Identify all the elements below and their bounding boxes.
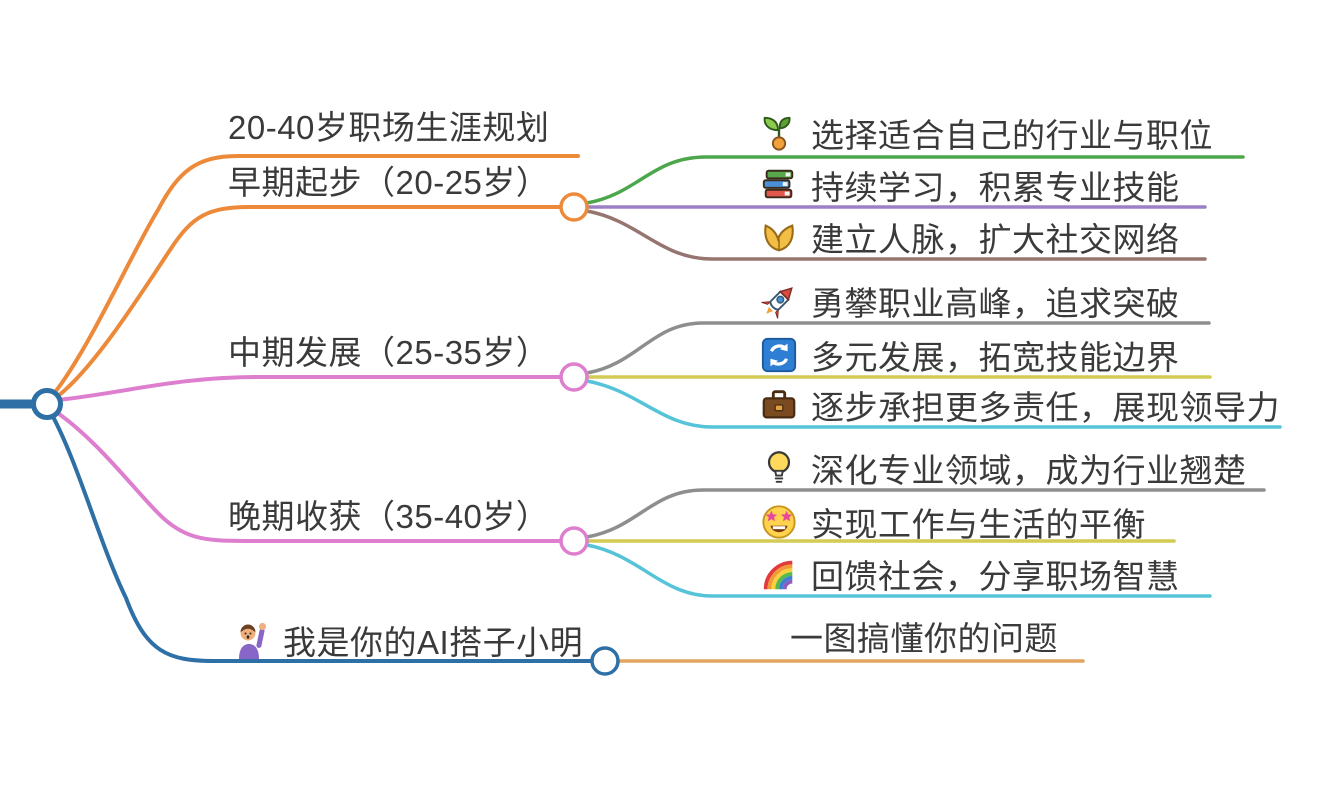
node-handle-late[interactable]	[559, 526, 589, 556]
node-mid[interactable]: 中期发展（25-35岁）	[228, 334, 550, 371]
seedling-icon	[759, 113, 799, 153]
raising-hand-icon	[231, 620, 271, 660]
node-late-child-1[interactable]: 深化专业领域，成为行业翘楚	[759, 446, 1247, 490]
node-label: 多元发展，拓宽技能边界	[811, 339, 1180, 376]
node-handle-root[interactable]	[31, 388, 63, 420]
node-label: 深化专业领域，成为行业翘楚	[811, 452, 1247, 489]
edge-early-child-3	[585, 209, 1207, 261]
edge-mid-child-3	[585, 379, 1282, 429]
edge-late-child-1	[585, 488, 1266, 539]
node-label: 实现工作与生活的平衡	[811, 506, 1146, 543]
node-ai-child-1[interactable]: 一图搞懂你的问题	[790, 620, 1058, 657]
rainbow-icon	[759, 554, 799, 594]
open-hands-icon	[759, 217, 799, 257]
node-mid-child-3[interactable]: 逐步承担更多责任，展现领导力	[759, 383, 1280, 427]
edge-late	[53, 409, 563, 543]
edge-early-child-1	[585, 155, 1245, 205]
briefcase-icon	[759, 385, 799, 425]
star-struck-icon	[759, 502, 799, 542]
edge-title	[50, 154, 580, 398]
node-early-child-1[interactable]: 选择适合自己的行业与职位	[759, 111, 1213, 155]
node-label: 建立人脉，扩大社交网络	[811, 221, 1180, 258]
edge-early	[52, 205, 563, 401]
node-label: 逐步承担更多责任，展现领导力	[811, 389, 1280, 426]
node-early-child-3[interactable]: 建立人脉，扩大社交网络	[759, 215, 1180, 259]
node-early-child-2[interactable]: 持续学习，积累专业技能	[759, 163, 1180, 207]
node-label: 勇攀职业高峰，追求突破	[811, 285, 1180, 322]
node-handle-ai[interactable]	[590, 646, 620, 676]
edge-late-child-3	[585, 543, 1212, 598]
node-mid-child-1[interactable]: 勇攀职业高峰，追求突破	[759, 279, 1180, 323]
node-label: 选择适合自己的行业与职位	[811, 117, 1213, 154]
books-icon	[759, 165, 799, 205]
node-mid-child-2[interactable]: 多元发展，拓宽技能边界	[759, 333, 1180, 377]
node-title[interactable]: 20-40岁职场生涯规划	[228, 109, 550, 146]
node-ai[interactable]: 我是你的AI搭子小明	[231, 618, 583, 662]
node-label: 持续学习，积累专业技能	[811, 169, 1180, 206]
refresh-icon	[759, 335, 799, 375]
edge-mid-child-1	[585, 321, 1211, 375]
node-label: 回馈社会，分享职场智慧	[811, 558, 1180, 595]
edge-ai	[49, 411, 594, 663]
rocket-icon	[759, 281, 799, 321]
node-late-child-2[interactable]: 实现工作与生活的平衡	[759, 500, 1146, 544]
node-late[interactable]: 晚期收获（35-40岁）	[228, 498, 550, 535]
node-handle-mid[interactable]	[559, 362, 589, 392]
bulb-icon	[759, 448, 799, 488]
node-late-child-3[interactable]: 回馈社会，分享职场智慧	[759, 552, 1180, 596]
node-handle-early[interactable]	[559, 192, 589, 222]
edge-mid	[56, 375, 563, 402]
node-label: 我是你的AI搭子小明	[283, 624, 584, 661]
node-early[interactable]: 早期起步（20-25岁）	[228, 164, 550, 201]
